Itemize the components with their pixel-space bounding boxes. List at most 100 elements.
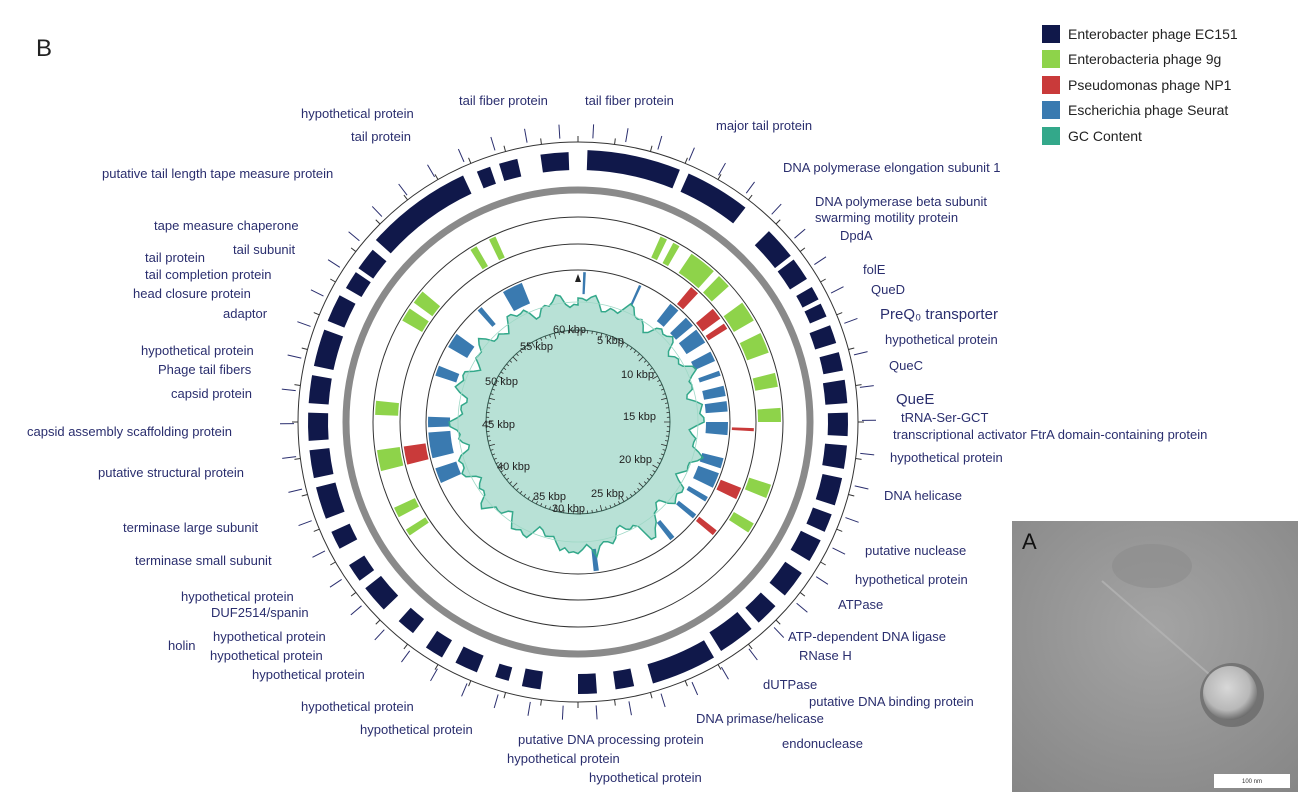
outer-tick [313, 528, 320, 532]
gc-content-track [448, 294, 705, 559]
inner-tick [506, 363, 510, 367]
leader-line [859, 385, 874, 388]
legend-swatch [1042, 76, 1060, 94]
inner-tick [523, 347, 527, 351]
inner-tick [491, 453, 496, 456]
outer-tick [614, 138, 616, 145]
leader-line [371, 206, 383, 217]
inner-tick [544, 335, 547, 340]
outer-tick [540, 699, 542, 706]
gene-labels: tail fiber protein tail fiber protein ma… [27, 93, 1207, 785]
gene-label: tail completion protein [145, 267, 271, 282]
hit-seurat [691, 351, 716, 370]
phage-capsid [1203, 666, 1257, 720]
outer-tick [855, 458, 862, 460]
inner-tick [643, 360, 647, 363]
hit-9g [470, 246, 488, 270]
gene-block [806, 507, 832, 532]
leader-line [691, 681, 699, 696]
inner-tick [605, 506, 607, 510]
outer-tick [820, 278, 826, 283]
leader-line [854, 485, 869, 490]
gene-block [309, 448, 334, 479]
outer-tick [403, 194, 408, 201]
hit-9g [739, 333, 769, 361]
leader-line [527, 701, 531, 716]
hit-seurat [702, 385, 726, 400]
hit-seurat [699, 452, 724, 469]
inner-tick [659, 384, 663, 387]
gene-block [308, 375, 332, 405]
gene-label: terminase small subunit [135, 553, 272, 568]
legend-swatch [1042, 25, 1060, 43]
gene-label: DUF2514/spanin [211, 605, 309, 620]
hit-seurat [656, 303, 679, 327]
inner-tick [629, 347, 633, 351]
hit-seurat [705, 422, 728, 436]
leader-line [794, 228, 806, 239]
gene-block [709, 611, 752, 651]
inner-tick [558, 331, 560, 336]
leader-line [845, 517, 859, 523]
hit-seurat [693, 465, 719, 488]
inner-tick [596, 331, 598, 336]
leader-line [398, 183, 408, 196]
inner-tick [535, 339, 538, 343]
gene-label: tail fiber protein [585, 93, 674, 108]
gene-block [327, 295, 356, 328]
inner-tick [527, 496, 530, 500]
leader-line [493, 694, 499, 709]
inner-tick [652, 371, 656, 374]
gene-label: hypothetical protein [301, 106, 414, 121]
hit-np1 [676, 287, 699, 310]
inner-tick [498, 464, 504, 469]
tem-micrograph: A 100 nm [1012, 521, 1298, 792]
inner-tick [531, 496, 536, 502]
leader-line [457, 148, 465, 163]
gene-block [499, 158, 522, 182]
outer-tick [350, 592, 357, 597]
outer-tick [717, 174, 722, 180]
inner-tick [643, 481, 647, 484]
inner-tick [516, 487, 519, 491]
inner-tick [657, 462, 661, 465]
gene-block [680, 173, 746, 224]
legend-swatch [1042, 127, 1060, 145]
gene-label: major tail protein [716, 118, 812, 133]
legend-swatch [1042, 50, 1060, 68]
outer-tick [503, 145, 507, 152]
inner-tick [618, 501, 621, 505]
gene-label: dUTPase [763, 677, 817, 692]
legend-label: GC Content [1068, 128, 1142, 144]
gene-block [375, 175, 472, 254]
inner-tick [609, 504, 612, 509]
outer-tick [820, 561, 826, 566]
outer-tick [301, 347, 308, 351]
kbp-label: 60 kbp [553, 324, 586, 336]
inner-tick [633, 350, 637, 354]
hit-9g [757, 407, 781, 422]
outer-tick [294, 458, 301, 460]
leader-line [350, 605, 362, 616]
inner-tick [660, 453, 665, 456]
gene-block [804, 303, 827, 324]
leader-line [287, 354, 302, 359]
gene-block [455, 646, 484, 673]
inner-tick [531, 342, 536, 348]
backbone-ring [342, 186, 814, 658]
leader-line [688, 147, 695, 161]
gene-block [358, 249, 387, 279]
inner-tick [519, 490, 523, 494]
inner-tick [523, 493, 527, 497]
inner-tick [638, 356, 644, 362]
gene-label: ATP-dependent DNA ligase [788, 629, 946, 644]
gene-label: endonuclease [782, 736, 863, 751]
leader-line [720, 666, 729, 680]
hit-seurat [630, 284, 642, 306]
gc-curve [448, 294, 705, 559]
gene-label: putative tail length tape measure protei… [102, 166, 333, 181]
outer-tick [848, 493, 855, 497]
kbp-label: 15 kbp [623, 411, 656, 423]
inner-tick [660, 388, 665, 391]
